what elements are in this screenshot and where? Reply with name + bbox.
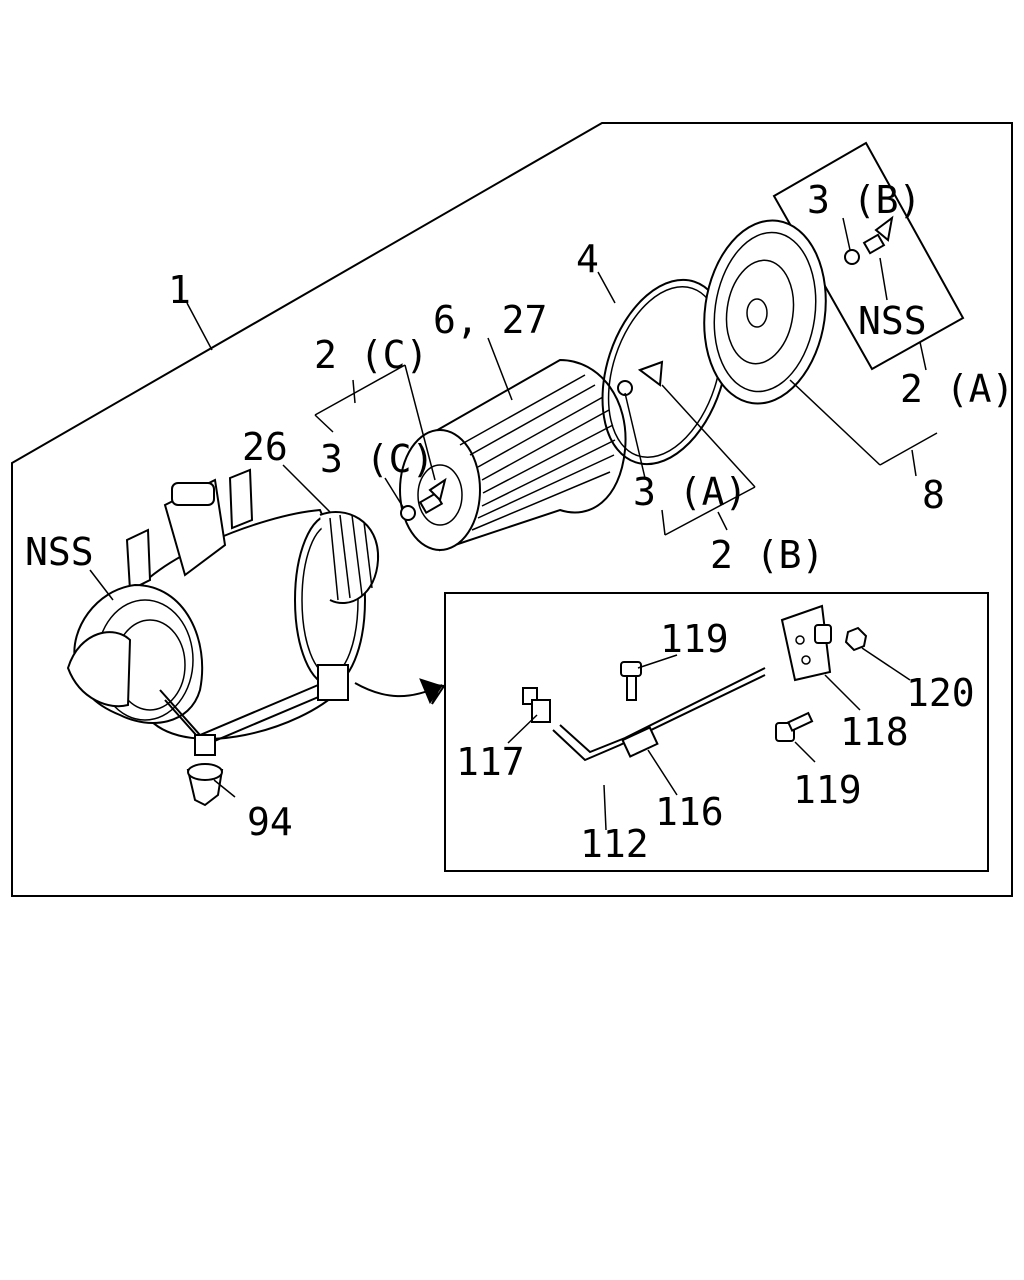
label-housing-seal: 26 — [242, 425, 288, 469]
cover — [703, 219, 827, 405]
nss-group-frame — [772, 141, 965, 371]
label-assembly: 1 — [168, 268, 191, 312]
label-filter: 6, 27 — [433, 298, 547, 342]
inset-parts — [522, 604, 868, 762]
wing-nut-b — [844, 215, 894, 265]
label-sensor: 117 — [456, 740, 525, 784]
evacuator-valve — [186, 763, 224, 807]
label-bolt-top: 119 — [660, 617, 729, 661]
label-bracket: 118 — [840, 710, 909, 754]
label-washer-c: 3 (C) — [320, 437, 434, 481]
assembly-group-frame — [11, 122, 1013, 897]
label-nss-left: NSS — [25, 530, 94, 574]
leader-lines — [89, 217, 938, 831]
sealing-ring — [601, 278, 729, 466]
label-valve: 94 — [247, 800, 293, 844]
label-wing-c: 2 (C) — [314, 333, 428, 377]
label-pipe: 112 — [580, 822, 649, 866]
label-clip: 116 — [655, 790, 724, 834]
label-wing-a: 2 (A) — [900, 367, 1014, 411]
label-wing-b: 2 (B) — [710, 533, 824, 577]
label-ring: 4 — [576, 237, 599, 281]
label-nut: 120 — [906, 671, 975, 715]
label-washer-b: 3 (B) — [807, 178, 921, 222]
wing-nut-c — [400, 477, 447, 521]
label-nss-right: NSS — [858, 299, 927, 343]
filter-element — [399, 358, 627, 552]
detail-arrow-head — [419, 678, 443, 705]
label-bolt-bottom: 119 — [793, 768, 862, 812]
air-cleaner-housing — [66, 468, 380, 756]
label-cover: 8 — [922, 473, 945, 517]
detail-inset-frame — [444, 592, 989, 872]
label-washer-a: 3 (A) — [633, 470, 747, 514]
